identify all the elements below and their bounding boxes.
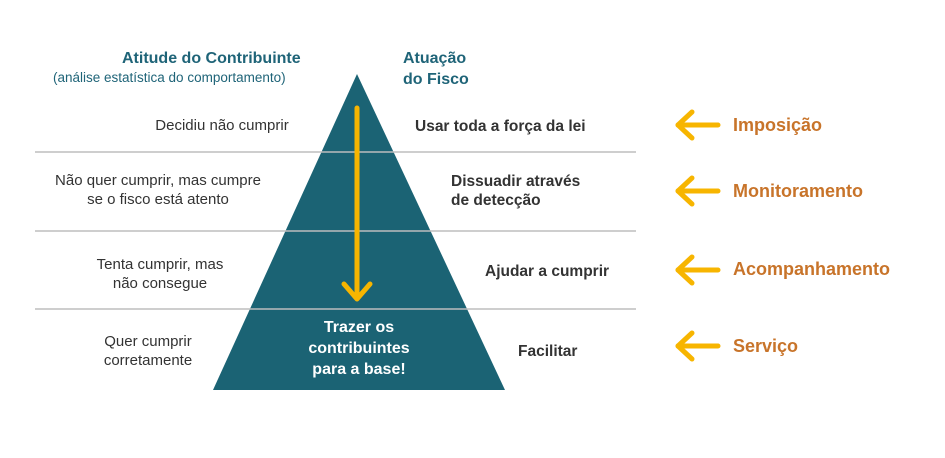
role-label: Acompanhamento [733, 259, 891, 279]
left-column-subtitle: (análise estatística do comportamento) [53, 70, 286, 85]
left-arrow-icon [675, 109, 721, 141]
role-label: Imposição [733, 115, 823, 135]
right-column-title-line1: Atuação [403, 50, 467, 67]
left-arrow-icon [675, 254, 721, 286]
left-arrow-icon [675, 175, 721, 207]
action-label: Ajudar a cumprir [485, 263, 610, 280]
action-label: Facilitar [518, 343, 578, 360]
right-column-title-line2: do Fisco [403, 71, 469, 88]
role-label: Monitoramento [733, 181, 863, 201]
left-arrow-icon [675, 330, 721, 362]
attitude-label: Decidiu não cumprir [155, 117, 289, 134]
action-label: Usar toda a força da lei [415, 118, 586, 135]
left-column-title: Atitude do Contribuinte [122, 50, 301, 67]
down-arrow-icon [341, 105, 373, 302]
role-label: Serviço [733, 336, 799, 356]
